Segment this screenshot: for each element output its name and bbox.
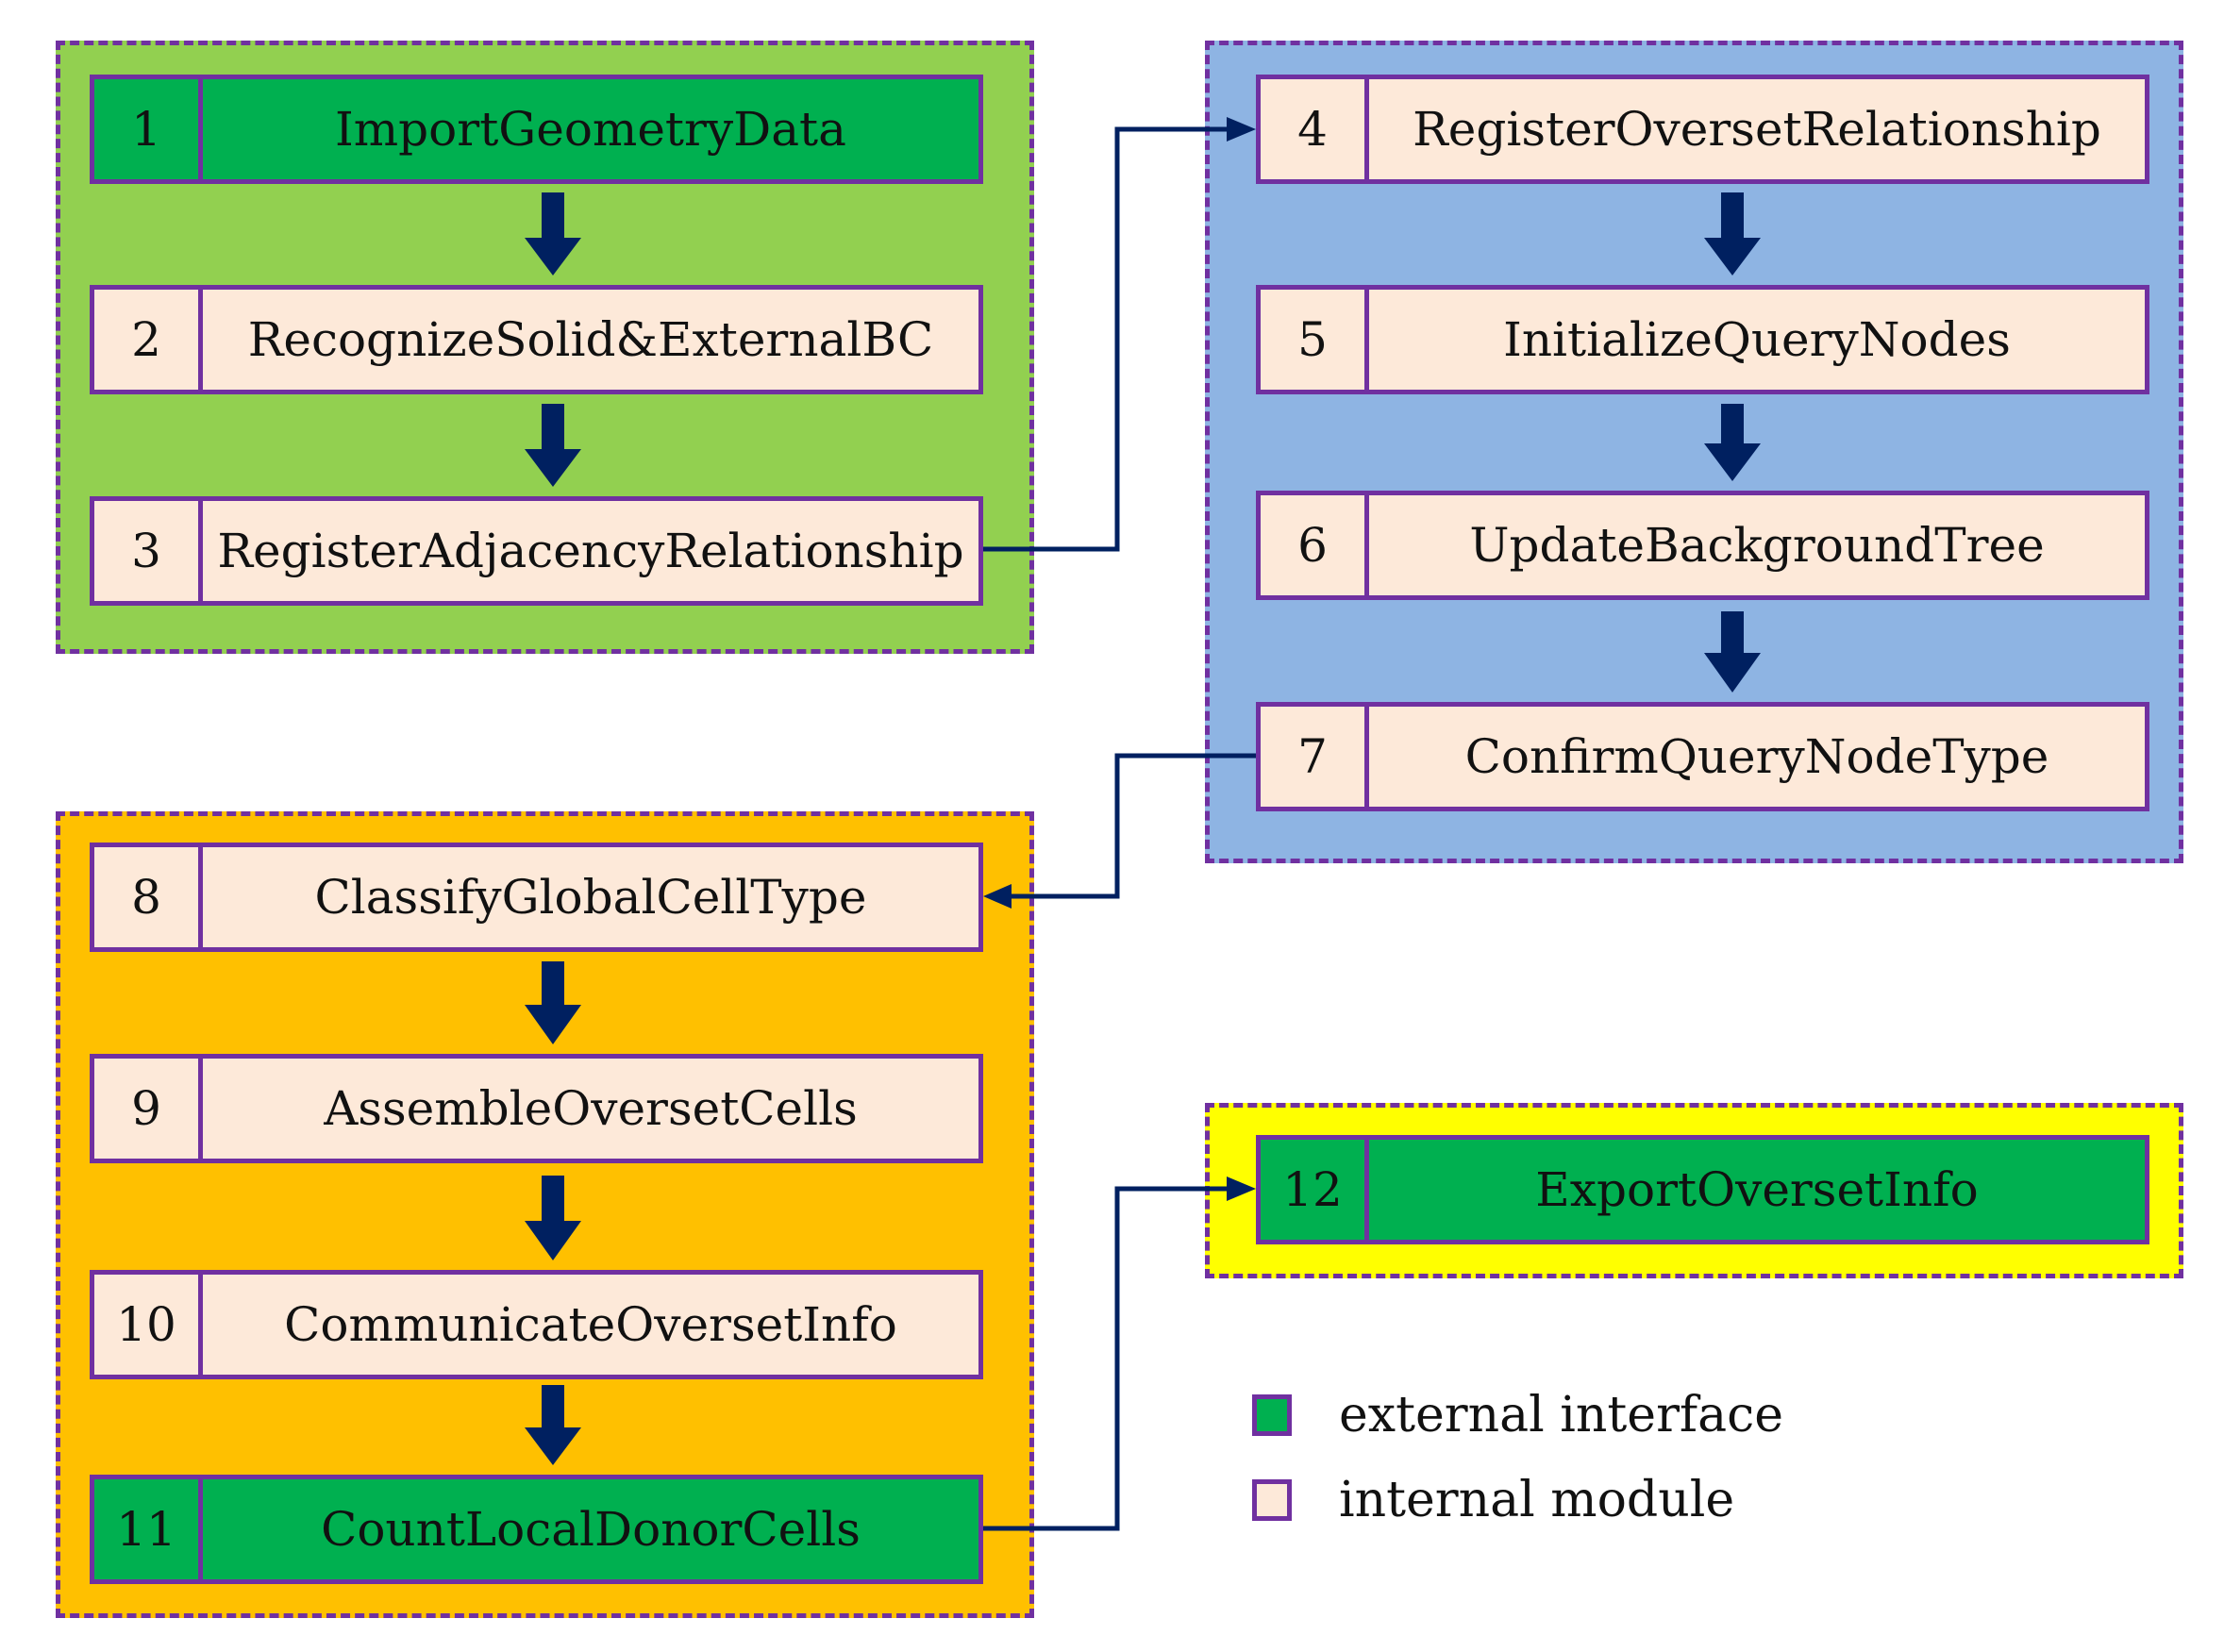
arrowhead-into-12 xyxy=(1227,1176,1256,1201)
connector-3-4 xyxy=(983,126,1227,552)
step-9: 9 AssembleOversetCells xyxy=(90,1054,983,1163)
legend-label: external interface xyxy=(1339,1387,1784,1443)
down-arrow-8-9 xyxy=(525,961,581,1044)
step-label: RecognizeSolid&ExternalBC xyxy=(247,312,934,367)
legend-swatch-internal xyxy=(1252,1479,1292,1521)
step-5: 5 InitializeQueryNodes xyxy=(1256,285,2149,394)
step-label: ClassifyGlobalCellType xyxy=(314,870,867,925)
legend-internal: internal module xyxy=(1252,1472,1734,1528)
step-4: 4 RegisterOversetRelationship xyxy=(1256,75,2149,184)
step-1: 1 ImportGeometryData xyxy=(90,75,983,184)
step-6: 6 UpdateBackgroundTree xyxy=(1256,491,2149,600)
legend-swatch-external xyxy=(1252,1394,1292,1436)
step-8: 8 ClassifyGlobalCellType xyxy=(90,843,983,952)
down-arrow-10-11 xyxy=(525,1385,581,1465)
step-label: ImportGeometryData xyxy=(335,102,846,157)
step-number: 6 xyxy=(1261,495,1369,595)
step-12: 12 ExportOversetInfo xyxy=(1256,1135,2149,1244)
legend-label: internal module xyxy=(1339,1472,1735,1528)
down-arrow-9-10 xyxy=(525,1176,581,1260)
step-number: 8 xyxy=(94,847,203,947)
step-label: InitializeQueryNodes xyxy=(1503,312,2011,367)
step-label: AssembleOversetCells xyxy=(324,1081,858,1136)
step-7: 7 ConfirmQueryNodeType xyxy=(1256,702,2149,811)
step-label: CountLocalDonorCells xyxy=(321,1502,861,1557)
step-label: UpdateBackgroundTree xyxy=(1469,518,2045,573)
step-label: RegisterAdjacencyRelationship xyxy=(217,524,964,578)
down-arrow-4-5 xyxy=(1704,192,1761,275)
step-number: 7 xyxy=(1261,707,1369,807)
step-number: 3 xyxy=(94,501,203,601)
step-number: 12 xyxy=(1261,1140,1369,1240)
step-number: 1 xyxy=(94,79,203,179)
step-label: ExportOversetInfo xyxy=(1535,1162,1979,1217)
connector-11-12 xyxy=(983,1186,1227,1531)
step-label: ConfirmQueryNodeType xyxy=(1464,729,2049,784)
step-label: CommunicateOversetInfo xyxy=(284,1297,897,1352)
down-arrow-1-2 xyxy=(525,192,581,275)
step-number: 2 xyxy=(94,290,203,390)
step-2: 2 RecognizeSolid&ExternalBC xyxy=(90,285,983,394)
step-10: 10 CommunicateOversetInfo xyxy=(90,1270,983,1379)
step-number: 9 xyxy=(94,1059,203,1159)
step-label: RegisterOversetRelationship xyxy=(1413,102,2101,157)
step-3: 3 RegisterAdjacencyRelationship xyxy=(90,496,983,606)
down-arrow-6-7 xyxy=(1704,611,1761,693)
down-arrow-5-6 xyxy=(1704,404,1761,481)
step-number: 11 xyxy=(94,1479,203,1579)
step-11: 11 CountLocalDonorCells xyxy=(90,1475,983,1584)
step-number: 10 xyxy=(94,1275,203,1375)
down-arrow-2-3 xyxy=(525,404,581,487)
arrowhead-into-8 xyxy=(983,884,1012,909)
legend-external: external interface xyxy=(1252,1387,1783,1443)
step-number: 5 xyxy=(1261,290,1369,390)
step-number: 4 xyxy=(1261,79,1369,179)
arrowhead-into-4 xyxy=(1227,117,1256,142)
connector-7-8 xyxy=(1012,753,1256,899)
